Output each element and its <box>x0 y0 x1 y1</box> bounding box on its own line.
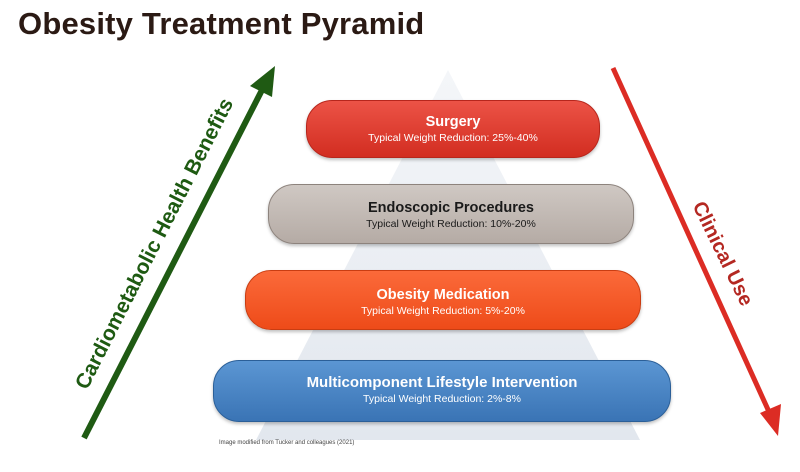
page-title: Obesity Treatment Pyramid <box>18 6 425 41</box>
tier-detail: Typical Weight Reduction: 5%-20% <box>361 305 525 317</box>
tier-obesity-medication: Obesity Medication Typical Weight Reduct… <box>245 270 641 330</box>
tier-title: Multicomponent Lifestyle Intervention <box>306 374 578 391</box>
right-down-arrow <box>610 66 781 436</box>
tier-detail: Typical Weight Reduction: 25%-40% <box>368 132 538 144</box>
pyramid-triangle <box>256 70 640 440</box>
tier-detail: Typical Weight Reduction: 2%-8% <box>363 393 521 405</box>
tier-title: Obesity Medication <box>376 287 510 303</box>
tier-detail: Typical Weight Reduction: 10%-20% <box>366 218 536 230</box>
left-up-arrow <box>81 66 275 440</box>
tier-surgery: Surgery Typical Weight Reduction: 25%-40… <box>306 100 600 158</box>
tier-endoscopic-procedures: Endoscopic Procedures Typical Weight Red… <box>268 184 634 244</box>
tier-title: Surgery <box>425 114 481 130</box>
tier-lifestyle-intervention: Multicomponent Lifestyle Intervention Ty… <box>213 360 671 422</box>
image-credit: Image modified from Tucker and colleague… <box>219 440 355 446</box>
tier-title: Endoscopic Procedures <box>368 200 534 216</box>
